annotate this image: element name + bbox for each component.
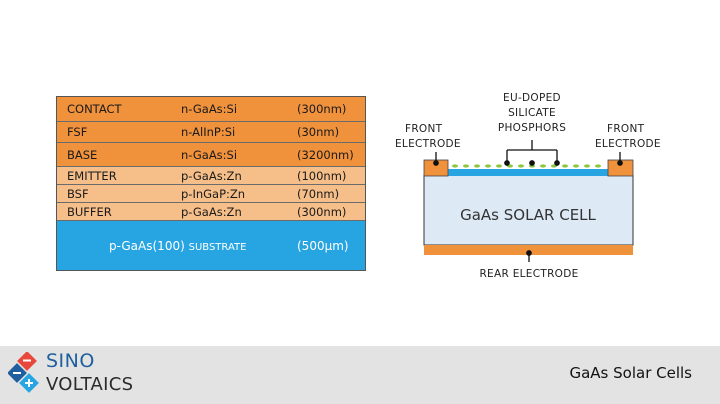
leader-dot [433,160,439,166]
front-electrode-right-label-line2: ELECTRODE [595,138,661,150]
substrate-suffix: SUBSTRATE [188,241,247,253]
layer-thickness: (30nm) [297,125,340,139]
leader-dot [617,160,623,166]
layer-material: p-InGaP:Zn [181,186,246,201]
phosphor-dot [595,164,601,168]
leader-dot [504,160,510,166]
front-electrode-left-label-line1: FRONT [405,123,443,135]
cell-body-label: GaAs SOLAR CELL [460,206,596,224]
layer-name: CONTACT [67,102,122,116]
top-window-layer [448,169,608,176]
layer-name: EMITTER [67,168,117,183]
phosphor-label-line1: EU-DOPED [503,92,561,104]
layer-name: BASE [67,147,98,162]
phosphor-dot [474,164,480,168]
layer-thickness: (70nm) [297,186,340,201]
solar-cell-diagram: FRONT ELECTRODE FRONT ELECTRODE EU-DOPED… [395,92,661,280]
layer-substrate: p-GaAs(100) SUBSTRATE (500µm) [57,221,365,270]
phosphor-dot [584,164,590,168]
layer-material: p-GaAs:Zn [181,168,242,183]
layer-thickness: (3200nm) [297,147,354,162]
cell-body [423,174,634,246]
layer-contact: CONTACT n-GaAs:Si (300nm) [57,97,365,122]
layer-material: p-GaAs:Zn [181,204,242,219]
layer-material: n-GaAs:Si [181,102,238,116]
layer-fsf: FSF n-AlInP:Si (30nm) [57,122,365,143]
layer-material: n-GaAs:Si [181,147,238,162]
leader-dot [526,250,532,256]
substrate-thickness: (500µm) [297,238,349,253]
layer-thickness: (300nm) [297,204,347,219]
phosphor-dot [496,164,502,168]
leader-dot [554,160,560,166]
phosphor-dot [518,164,524,168]
front-electrode-left-label-line2: ELECTRODE [395,138,461,150]
sino-voltaics-logo-icon [8,352,39,393]
layer-thickness: (300nm) [297,102,347,116]
layer-name: FSF [67,125,88,139]
phosphor-dot [562,164,568,168]
phosphor-dot [573,164,579,168]
substrate-material: p-GaAs(100) [109,238,185,253]
layer-material: n-AlInP:Si [181,125,236,139]
leader-dot [529,160,535,166]
layer-name: BUFFER [67,204,112,219]
footer-title: GaAs Solar Cells [569,364,692,382]
phosphor-dots [452,164,601,168]
brand-name-top: SINO [46,350,95,372]
footer-bar: SINO VOLTAICS GaAs Solar Cells [0,346,720,404]
phosphor-dot [485,164,491,168]
brand-name-bottom: VOLTAICS [46,374,134,395]
rear-electrode [424,245,633,255]
phosphor-dot [452,164,458,168]
front-electrode-right-label-line1: FRONT [607,123,645,135]
phosphor-label-line2: SILICATE [508,107,556,119]
layer-name: BSF [67,186,89,201]
layer-emitter: EMITTER p-GaAs:Zn (100nm) [57,167,365,185]
layer-bsf: BSF p-InGaP:Zn (70nm) [57,185,365,203]
phosphor-dot [540,164,546,168]
phosphor-label-line3: PHOSPHORS [498,122,566,134]
layer-thickness: (100nm) [297,168,347,183]
phosphor-dot [463,164,469,168]
layer-base: BASE n-GaAs:Si (3200nm) [57,143,365,167]
layer-stack-diagram: CONTACT n-GaAs:Si (300nm) FSF n-AlInP:Si… [56,96,366,271]
layer-buffer: BUFFER p-GaAs:Zn (300nm) [57,203,365,221]
rear-electrode-label: REAR ELECTRODE [479,268,578,280]
substrate-name: p-GaAs(100) SUBSTRATE [109,239,246,253]
